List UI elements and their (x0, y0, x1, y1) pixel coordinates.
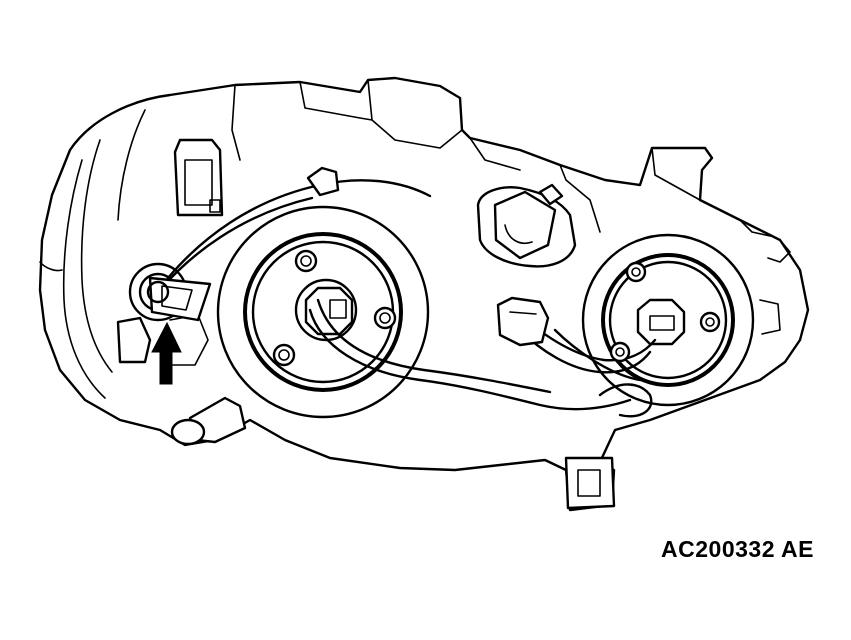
right-bulb-socket (581, 233, 755, 407)
pointer-arrow (151, 321, 182, 385)
park-lamp-socket (128, 262, 212, 322)
left-bulb-socket (216, 205, 430, 419)
lower-connector (564, 456, 616, 510)
center-connector (496, 296, 550, 347)
wiring-harness (158, 179, 657, 418)
center-bulb-holder (476, 183, 577, 268)
figure-reference-code: AC200332 AE (661, 536, 814, 562)
upper-mount-tab (173, 138, 224, 217)
harness-clip (306, 166, 340, 197)
lower-adjuster (170, 396, 247, 446)
